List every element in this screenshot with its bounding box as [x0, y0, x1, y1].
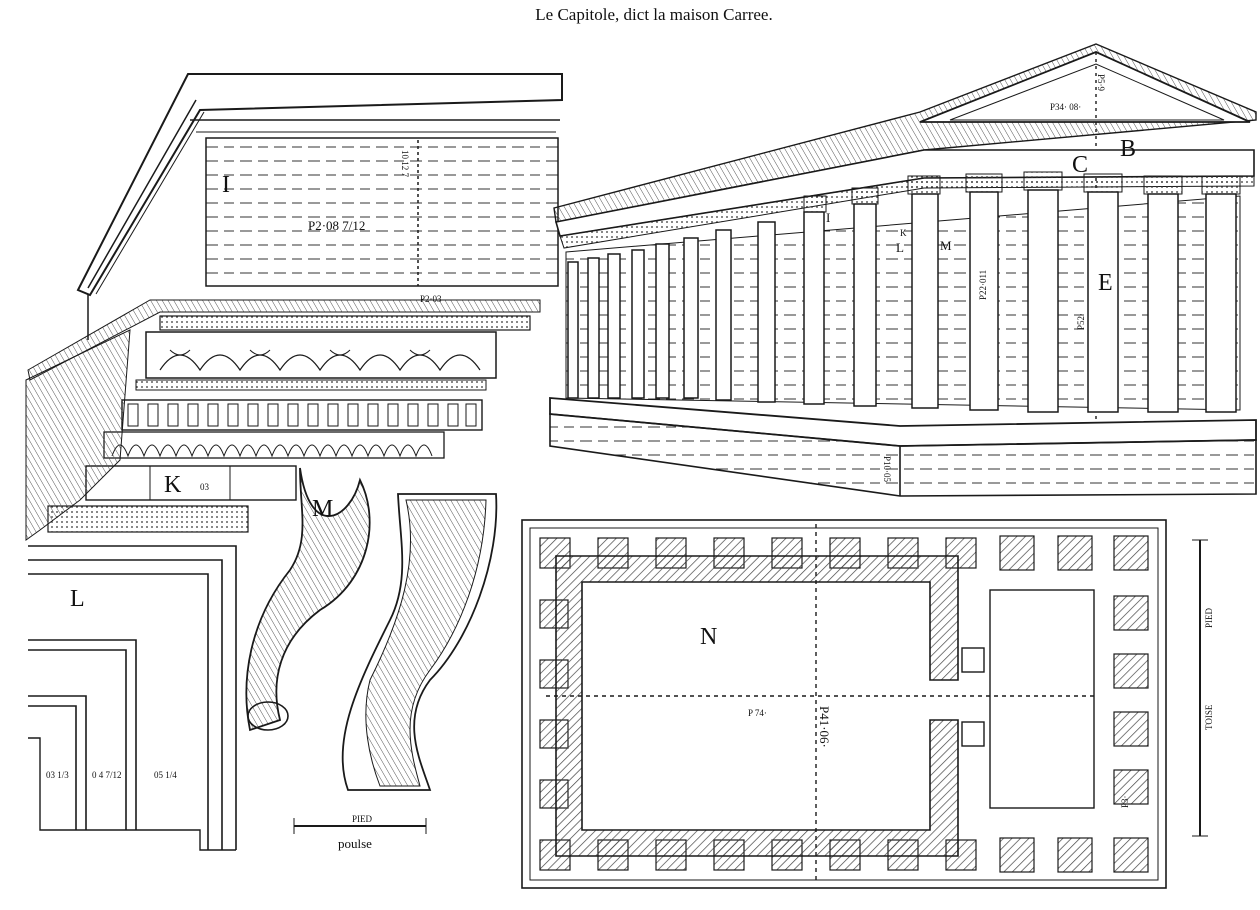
podium-measure: P10·05	[882, 456, 892, 483]
pronaos	[989, 589, 1095, 809]
wall-block	[205, 137, 559, 287]
label-m: M	[312, 496, 333, 522]
floor-plan: N P 74· P41·06· P3·	[521, 519, 1167, 889]
door-pier-bottom	[961, 721, 985, 747]
vertical-scales: PIED TOISE	[1192, 539, 1214, 837]
toise-scale-label: TOISE	[1204, 704, 1214, 730]
plan-side-measure: P3·	[1120, 795, 1130, 808]
plan-inner-border	[529, 527, 1159, 881]
label-k-temple: K	[900, 228, 907, 238]
label-i: I	[222, 172, 230, 198]
pied-scale-small: PIED poulse	[293, 814, 427, 851]
door-pier-top	[961, 647, 985, 673]
pediment-v-measure: P5·9	[1096, 74, 1106, 92]
label-l: L	[70, 586, 85, 612]
egg-dart-band	[159, 315, 531, 331]
label-l-temple: L	[896, 240, 904, 255]
lower-ornament-band	[47, 505, 249, 533]
shadow-mass	[25, 329, 131, 541]
label-m-temple: M	[940, 238, 952, 253]
fig2-measure: 0 4 7/12	[92, 770, 122, 780]
console-bracket: M	[245, 467, 371, 732]
label-n: N	[700, 624, 717, 650]
poulse-label: poulse	[338, 836, 372, 851]
label-k: K	[164, 472, 182, 498]
k-block-measure: 03	[200, 482, 210, 492]
acanthus-leaves	[159, 349, 481, 372]
label-c: C	[1072, 152, 1088, 178]
bay-measure: P52·	[1076, 313, 1086, 330]
dentil-band	[121, 399, 483, 431]
block-side-measure: 10 12 7	[400, 150, 410, 178]
fig3-measure: 05 1/4	[154, 770, 177, 780]
column-measure: P22·011	[978, 270, 988, 300]
wall-height-measure: P2·08 7/12	[308, 218, 365, 233]
pied-label: PIED	[352, 814, 373, 824]
architrave-profile: L 03 1/3 0 4 7/12 05 1/4	[28, 545, 237, 851]
plan-height-measure: P41·06·	[817, 706, 832, 748]
k-block	[85, 465, 297, 501]
dentils	[127, 403, 477, 427]
cella-wall	[565, 195, 1241, 411]
pied-scale-label: PIED	[1204, 608, 1214, 629]
label-e: E	[1098, 270, 1113, 296]
cella-wall-plan	[555, 555, 959, 857]
plate-title: Le Capitole, dict la maison Carree.	[535, 5, 772, 24]
label-b: B	[1120, 136, 1136, 162]
temple-perspective: P34· 08· P5·9 B C	[549, 43, 1257, 497]
console-side-view	[341, 493, 498, 791]
entab-top-measure: P2·03	[420, 294, 442, 304]
label-i-temple: I	[826, 210, 830, 225]
pediment-measure: P34· 08·	[1050, 102, 1081, 112]
bead-band	[135, 379, 487, 391]
fig1-measure: 03 1/3	[46, 770, 69, 780]
colonnade	[567, 189, 1237, 413]
plan-width-measure: P 74·	[748, 708, 767, 718]
acanthus-frieze	[145, 331, 497, 379]
capitals	[803, 171, 1241, 213]
raking-cornice	[76, 73, 563, 297]
column-bases	[539, 535, 1149, 873]
entablature-detail: I P2·08 7/12 10 12 7 P2·03	[25, 73, 563, 851]
tympanum	[949, 63, 1225, 121]
